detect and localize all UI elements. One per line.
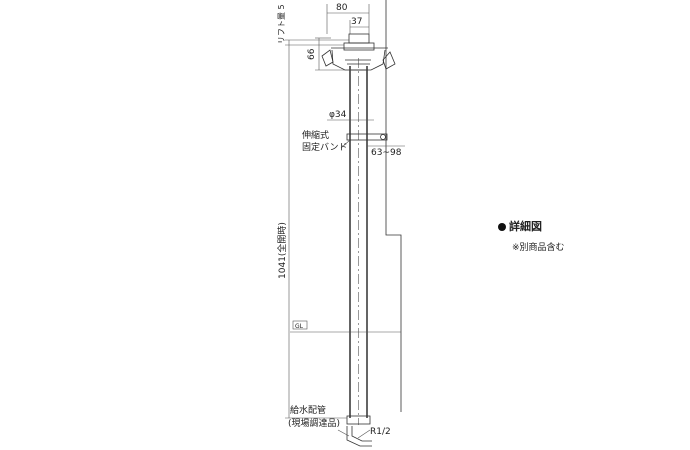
ground-level-tag: GL (292, 320, 308, 330)
label-band-line1: 伸縮式 (302, 129, 329, 141)
dim-diameter: φ34 (329, 110, 347, 120)
legend-note-text: ※別商品含む (512, 243, 565, 253)
faucet-head (321, 33, 396, 71)
fixing-band (340, 133, 388, 149)
label-band-line2: 固定バンド (302, 141, 347, 153)
bullet-icon (498, 223, 506, 231)
legend-note: ※別商品含む (512, 240, 565, 253)
legend-title: 詳細図 (498, 218, 542, 234)
legend-title-text: 詳細図 (509, 220, 542, 233)
label-pipe-line1: 給水配管 (290, 404, 326, 416)
faucet-column (346, 58, 371, 425)
supply-pipe (337, 426, 372, 447)
dim-height-66: 66 (307, 48, 317, 60)
label-ground: GL (295, 323, 304, 330)
dim-overall-height: 1041(全開時) (276, 222, 288, 279)
dim-thread: R1/2 (370, 427, 391, 437)
label-pipe-line2: (現場調達品) (288, 417, 340, 429)
wall-outline (385, 0, 402, 412)
dimension-lines (285, 4, 405, 439)
dim-band-reach: 63~98 (371, 148, 402, 158)
dim-lift: リフト量 5 (277, 4, 286, 44)
dim-offset-37: 37 (351, 17, 362, 27)
dim-width-80: 80 (336, 3, 348, 13)
